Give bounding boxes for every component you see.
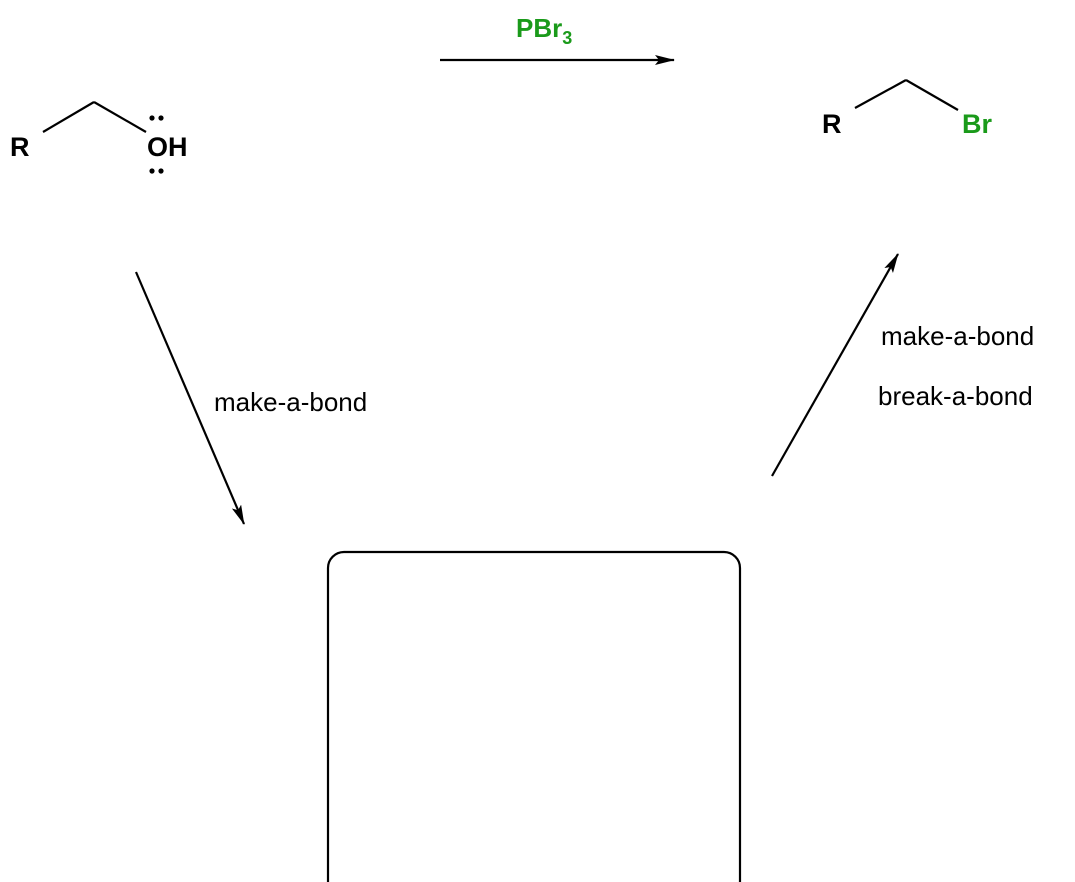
lone-pair-bottom — [149, 168, 164, 174]
step1-label: make-a-bond — [214, 387, 367, 417]
product-bond-r-c — [854, 79, 907, 109]
svg-text:PBr3: PBr3 — [516, 13, 572, 48]
product-r-group: R — [822, 109, 842, 139]
reactant-bond-c-o — [93, 101, 147, 133]
product-molecule: R Br — [822, 79, 992, 139]
reagent-symbol: PBr — [516, 13, 562, 43]
step2-arrow — [771, 253, 899, 477]
step2-label-break: break-a-bond — [878, 381, 1033, 411]
reactant-bond-r-c — [42, 101, 95, 133]
intermediate-answer-box[interactable] — [326, 550, 742, 882]
lone-pair-top — [149, 115, 164, 121]
product-bromine: Br — [962, 109, 992, 139]
reagent-subscript: 3 — [562, 28, 572, 48]
reagent-label: PBr3 — [516, 13, 572, 48]
reactant-molecule: R OH — [10, 101, 188, 174]
step1-arrow — [134, 271, 246, 525]
reactant-r-group: R — [10, 132, 30, 162]
reactant-hydroxyl: OH — [147, 132, 188, 162]
product-bond-c-br — [905, 79, 959, 111]
step2-label-make: make-a-bond — [881, 321, 1034, 351]
